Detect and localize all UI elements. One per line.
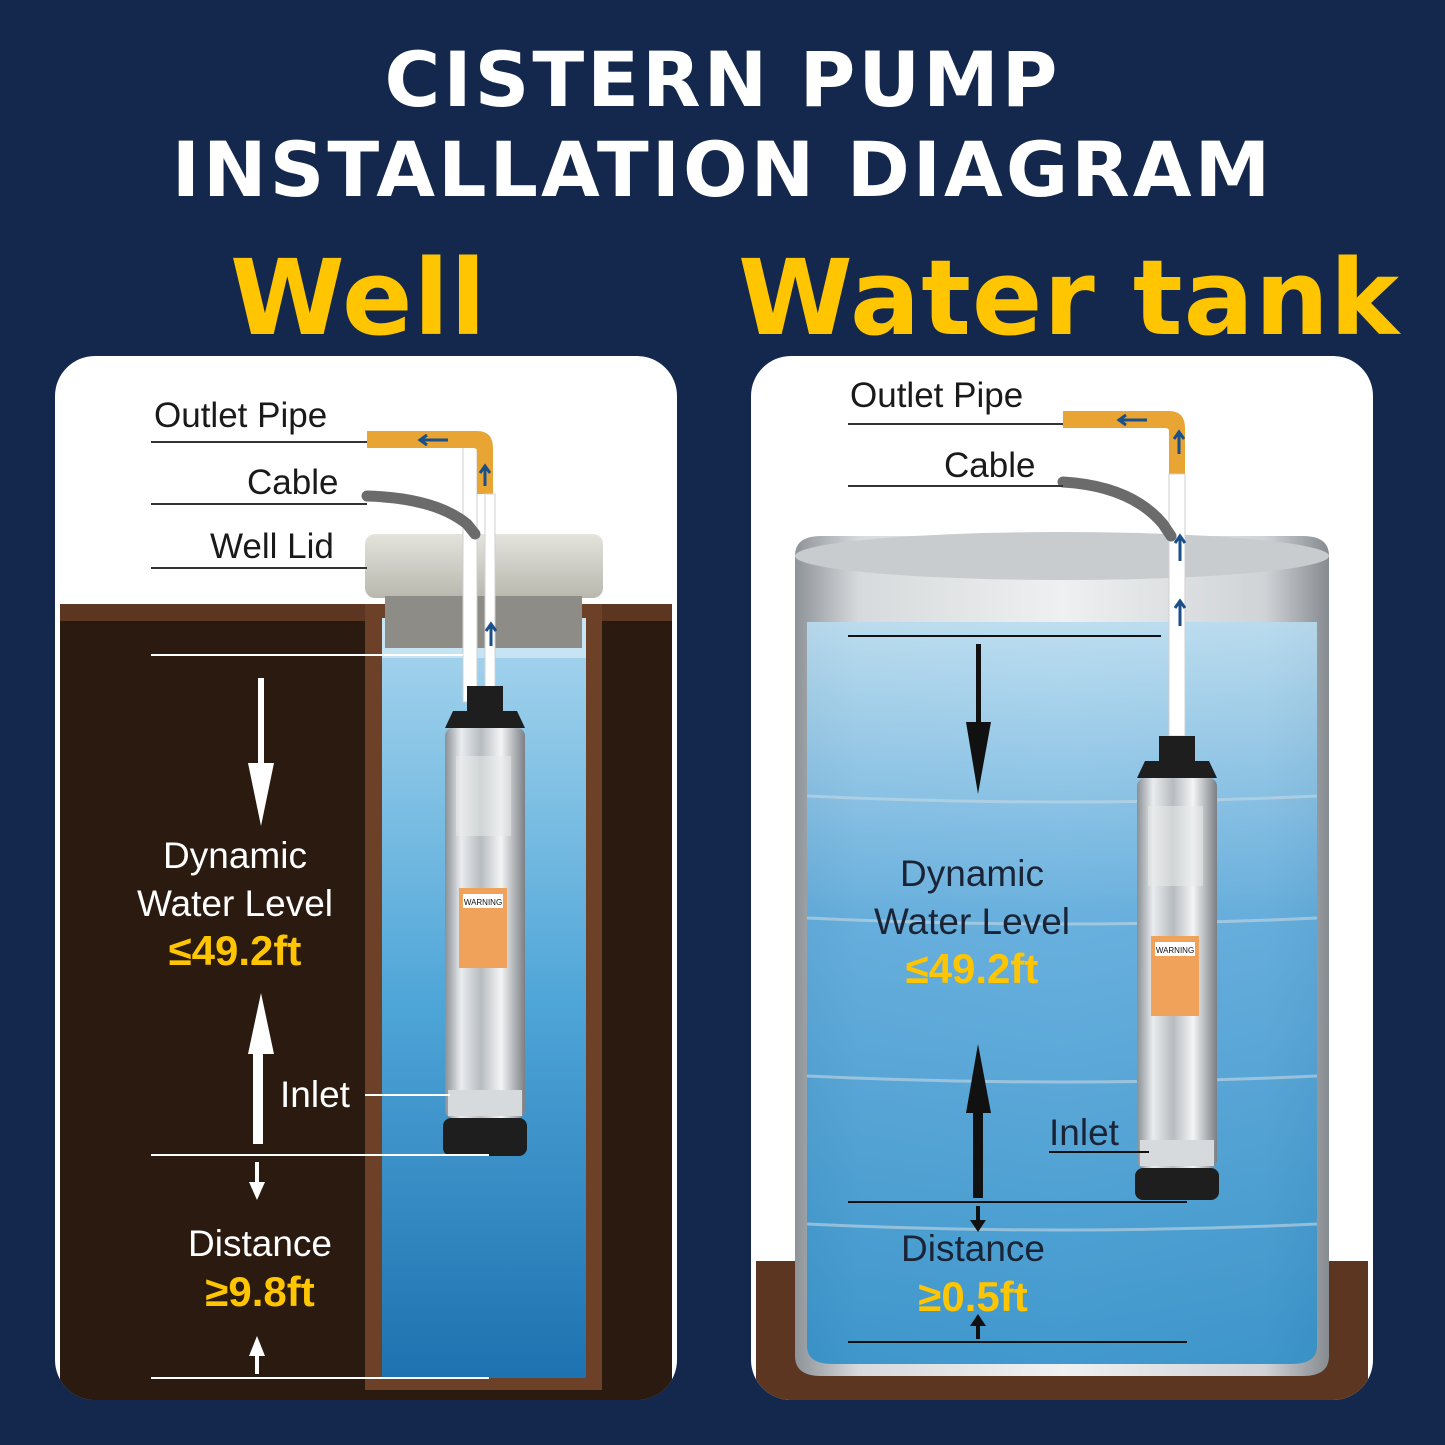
distance-label: Distance bbox=[188, 1223, 332, 1264]
well-heading: Well bbox=[230, 237, 487, 359]
dynamic-water-level-value: ≤49.2ft bbox=[905, 945, 1039, 992]
warning-text: WARNING bbox=[1156, 946, 1194, 955]
outlet-pipe-label: Outlet Pipe bbox=[154, 396, 328, 435]
distance-value: ≥9.8ft bbox=[205, 1268, 315, 1315]
water-tank-panel: WARNING Outlet Pipe Cable Dynamic Water … bbox=[751, 356, 1373, 1400]
outlet-pipe bbox=[367, 431, 493, 494]
cable-label: Cable bbox=[247, 463, 339, 502]
well-panel: WARNING Outlet Pipe Cable Well Lid Dyna bbox=[55, 356, 677, 1400]
down-arrow bbox=[966, 722, 991, 794]
dynamic-label-line-2: Water Level bbox=[136, 883, 334, 924]
dynamic-label-line-1: Dynamic bbox=[900, 853, 1044, 894]
well-lid-collar bbox=[385, 596, 582, 648]
pump-base bbox=[443, 1118, 527, 1156]
well-lid bbox=[365, 534, 603, 598]
page-title-line-1: CISTERN PUMP bbox=[384, 35, 1061, 124]
inlet-label: Inlet bbox=[280, 1074, 350, 1115]
cable bbox=[1057, 476, 1177, 542]
pump-base bbox=[1135, 1168, 1219, 1200]
cable bbox=[361, 490, 481, 540]
outlet-pipe-label: Outlet Pipe bbox=[850, 376, 1024, 415]
distance-label: Distance bbox=[901, 1228, 1045, 1269]
dynamic-label-line-2: Water Level bbox=[873, 901, 1071, 942]
well-lid-label: Well Lid bbox=[210, 527, 334, 566]
up-arrow bbox=[966, 1044, 991, 1113]
cable-label: Cable bbox=[944, 446, 1036, 485]
down-arrow bbox=[248, 763, 274, 826]
inlet-label: Inlet bbox=[1049, 1112, 1119, 1153]
dynamic-label-line-1: Dynamic bbox=[163, 835, 307, 876]
page-title-line-2: INSTALLATION DIAGRAM bbox=[171, 125, 1274, 214]
well-diagram: WARNING bbox=[60, 431, 672, 1400]
outlet-pipe bbox=[1063, 411, 1185, 474]
dynamic-water-level-value: ≤49.2ft bbox=[168, 927, 302, 974]
distance-value: ≥0.5ft bbox=[918, 1273, 1028, 1320]
water-tank-heading: Water tank bbox=[738, 237, 1401, 359]
warning-text: WARNING bbox=[464, 898, 502, 907]
up-arrow bbox=[248, 993, 274, 1054]
water-tank-diagram: WARNING bbox=[756, 411, 1368, 1400]
